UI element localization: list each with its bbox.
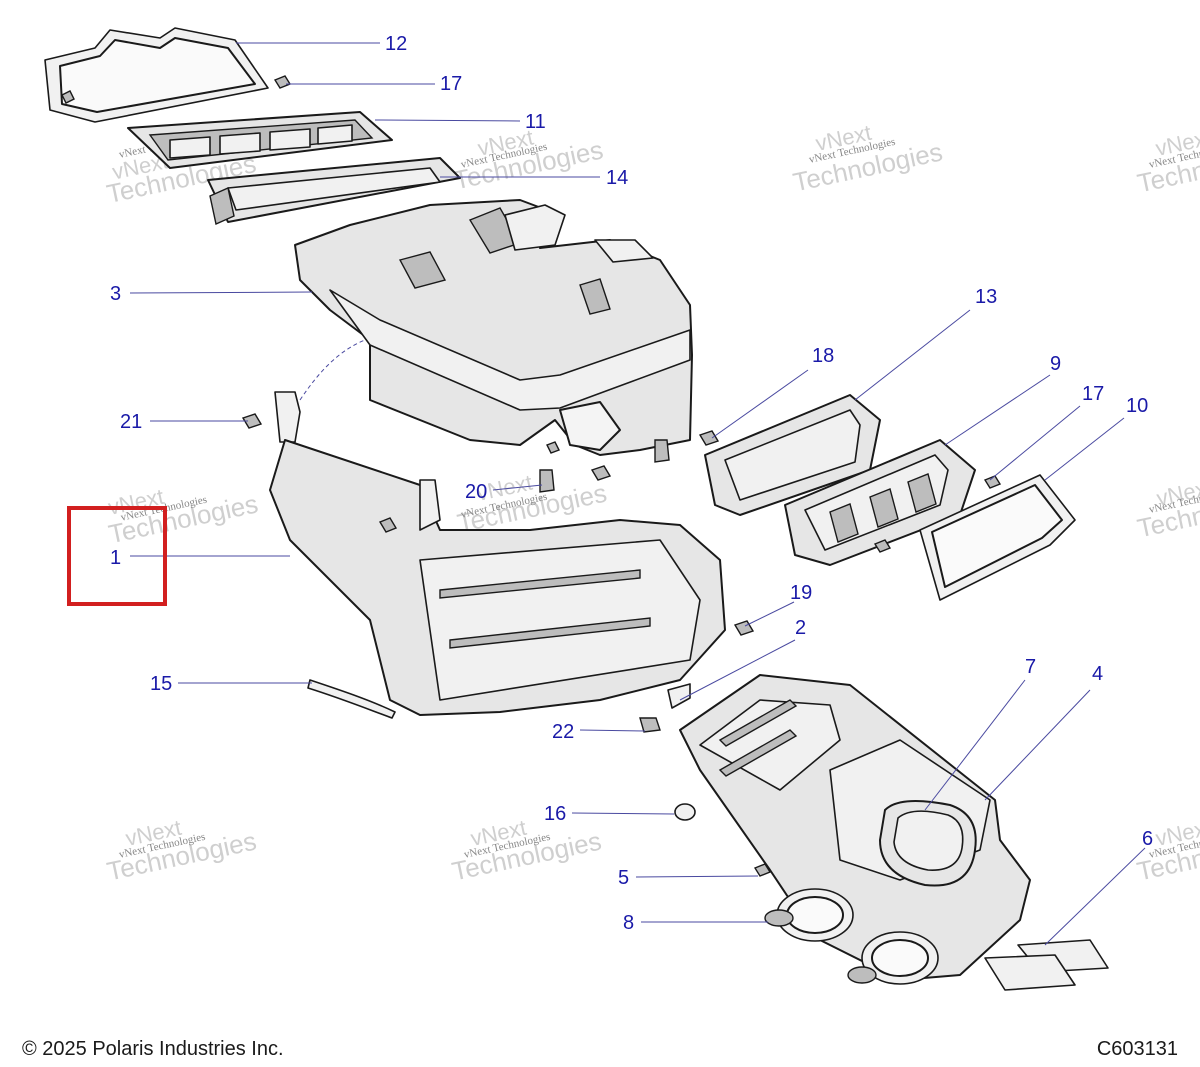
diagram-code: C603131 [1096,1038,1178,1060]
callout-1: 1 [110,547,121,569]
part-1-airbox-body [269,439,726,716]
callout-7: 7 [1025,656,1036,678]
small-fasteners [639,620,772,877]
part-14-baffle [207,157,461,225]
watermark: vNext Technologies vNext Technologies [455,470,610,539]
callout-17: 17 [1082,383,1104,405]
part-15-drain-tube [307,679,396,719]
callouts: 12 17 11 14 3 13 18 9 17 10 21 20 1 19 2… [110,33,1153,934]
watermark: vNext Technologies vNext Technologies [104,815,259,887]
callout-19: 19 [790,582,812,604]
part-10-gasket [919,474,1076,601]
callout-6: 6 [1142,828,1153,850]
callout-14: 14 [606,167,628,189]
callout-9: 9 [1050,353,1061,375]
watermark: vNext Technologies vNext Technologies [790,120,945,198]
leader-lines [129,42,1146,946]
callout-20: 20 [465,481,487,503]
part-7-seal [879,800,977,887]
callout-21: 21 [120,411,142,433]
parts [44,27,1109,991]
callout-2: 2 [795,617,806,639]
callout-10: 10 [1126,395,1148,417]
watermark: vNext Technologies vNext Technologies [1135,125,1200,199]
callout-22: 22 [552,721,574,743]
part-8-clamps [764,888,939,985]
part-21-bracket [241,339,366,443]
callout-18: 18 [812,345,834,367]
part-11-baffle [127,111,393,169]
callout-8: 8 [623,912,634,934]
watermark: vNext Technologies vNext Technologies [1135,475,1200,544]
callout-16: 16 [544,803,566,825]
callout-12: 12 [385,33,407,55]
part-6-pads [984,939,1109,991]
part-20-clips [539,439,670,493]
callout-15: 15 [150,673,172,695]
callout-5: 5 [618,867,629,889]
part-12-gasket [44,27,269,123]
highlight-box [67,506,167,606]
callout-17: 17 [440,73,462,95]
part-3-airbox-cover [294,199,693,456]
watermark: vNext Technologies vNext Technologies [1134,815,1200,887]
callout-11: 11 [525,111,546,133]
callout-3: 3 [110,283,121,305]
callout-4: 4 [1092,663,1103,685]
part-4-lower-airbox [679,674,1031,981]
callout-13: 13 [975,286,997,308]
part-13-snorkel-cover [698,394,881,516]
copyright-text: © 2025 Polaris Industries Inc. [22,1038,284,1060]
